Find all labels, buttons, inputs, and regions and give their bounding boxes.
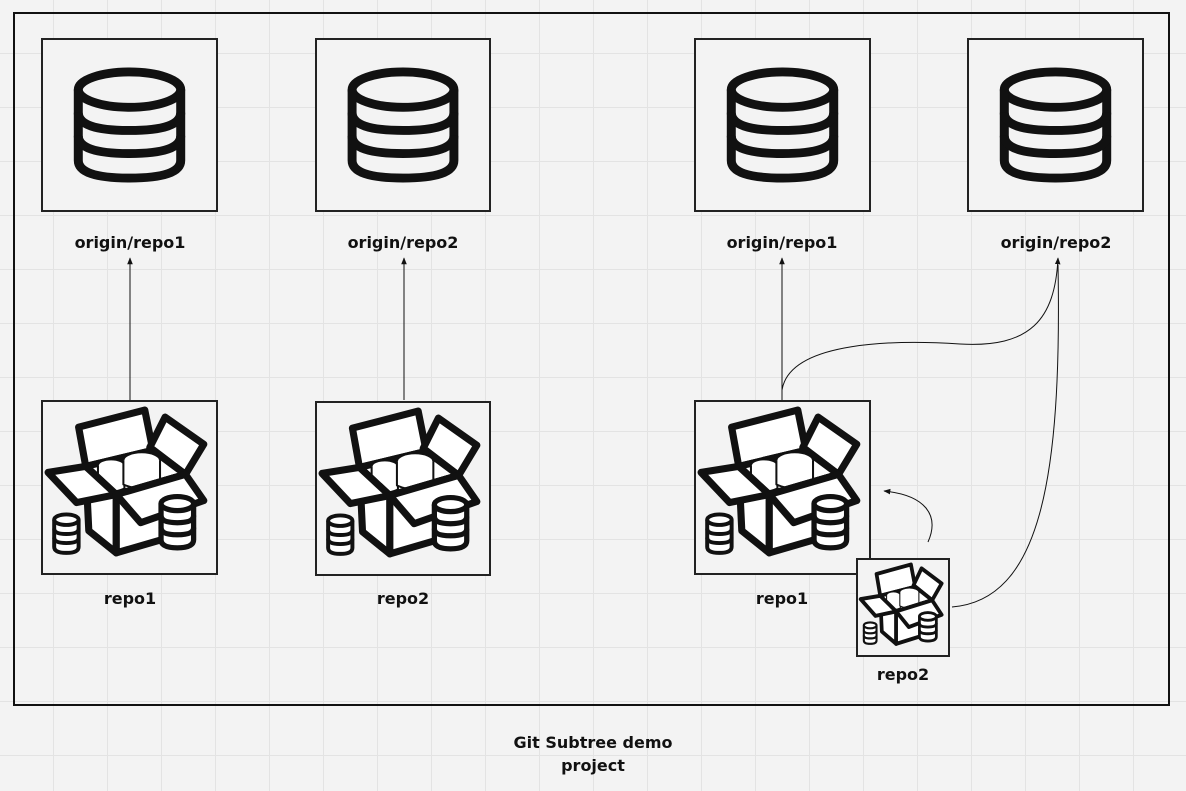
- origin-repo1-left-tile: [41, 38, 218, 212]
- caption-line-2: project: [561, 756, 625, 775]
- repo1-right-tile: [694, 400, 871, 575]
- origin-repo2-right-label: origin/repo2: [1000, 233, 1112, 252]
- database-icon: [317, 40, 489, 210]
- repo2-left-label: repo2: [376, 589, 430, 608]
- database-icon: [696, 40, 869, 210]
- origin-repo2-left-label: origin/repo2: [347, 233, 459, 252]
- origin-repo1-right-label: origin/repo1: [726, 233, 838, 252]
- repo1-left-label: repo1: [103, 589, 157, 608]
- repo2-subtree-label: repo2: [876, 665, 930, 684]
- origin-repo2-left-tile: [315, 38, 491, 212]
- origin-repo2-right-tile: [967, 38, 1144, 212]
- package-icon: [696, 402, 869, 573]
- origin-repo1-left-label: origin/repo1: [74, 233, 186, 252]
- package-icon: [43, 402, 216, 573]
- diagram-caption: Git Subtree demo project: [493, 731, 693, 777]
- repo1-right-label: repo1: [755, 589, 809, 608]
- repo1-left-tile: [41, 400, 218, 575]
- demo-frame: [13, 12, 1170, 706]
- repo2-subtree-tile: [856, 558, 950, 657]
- repo2-left-tile: [315, 401, 491, 576]
- caption-line-1: Git Subtree demo: [513, 733, 673, 752]
- database-icon: [969, 40, 1142, 210]
- database-icon: [43, 40, 216, 210]
- package-icon: [317, 403, 489, 574]
- origin-repo1-right-tile: [694, 38, 871, 212]
